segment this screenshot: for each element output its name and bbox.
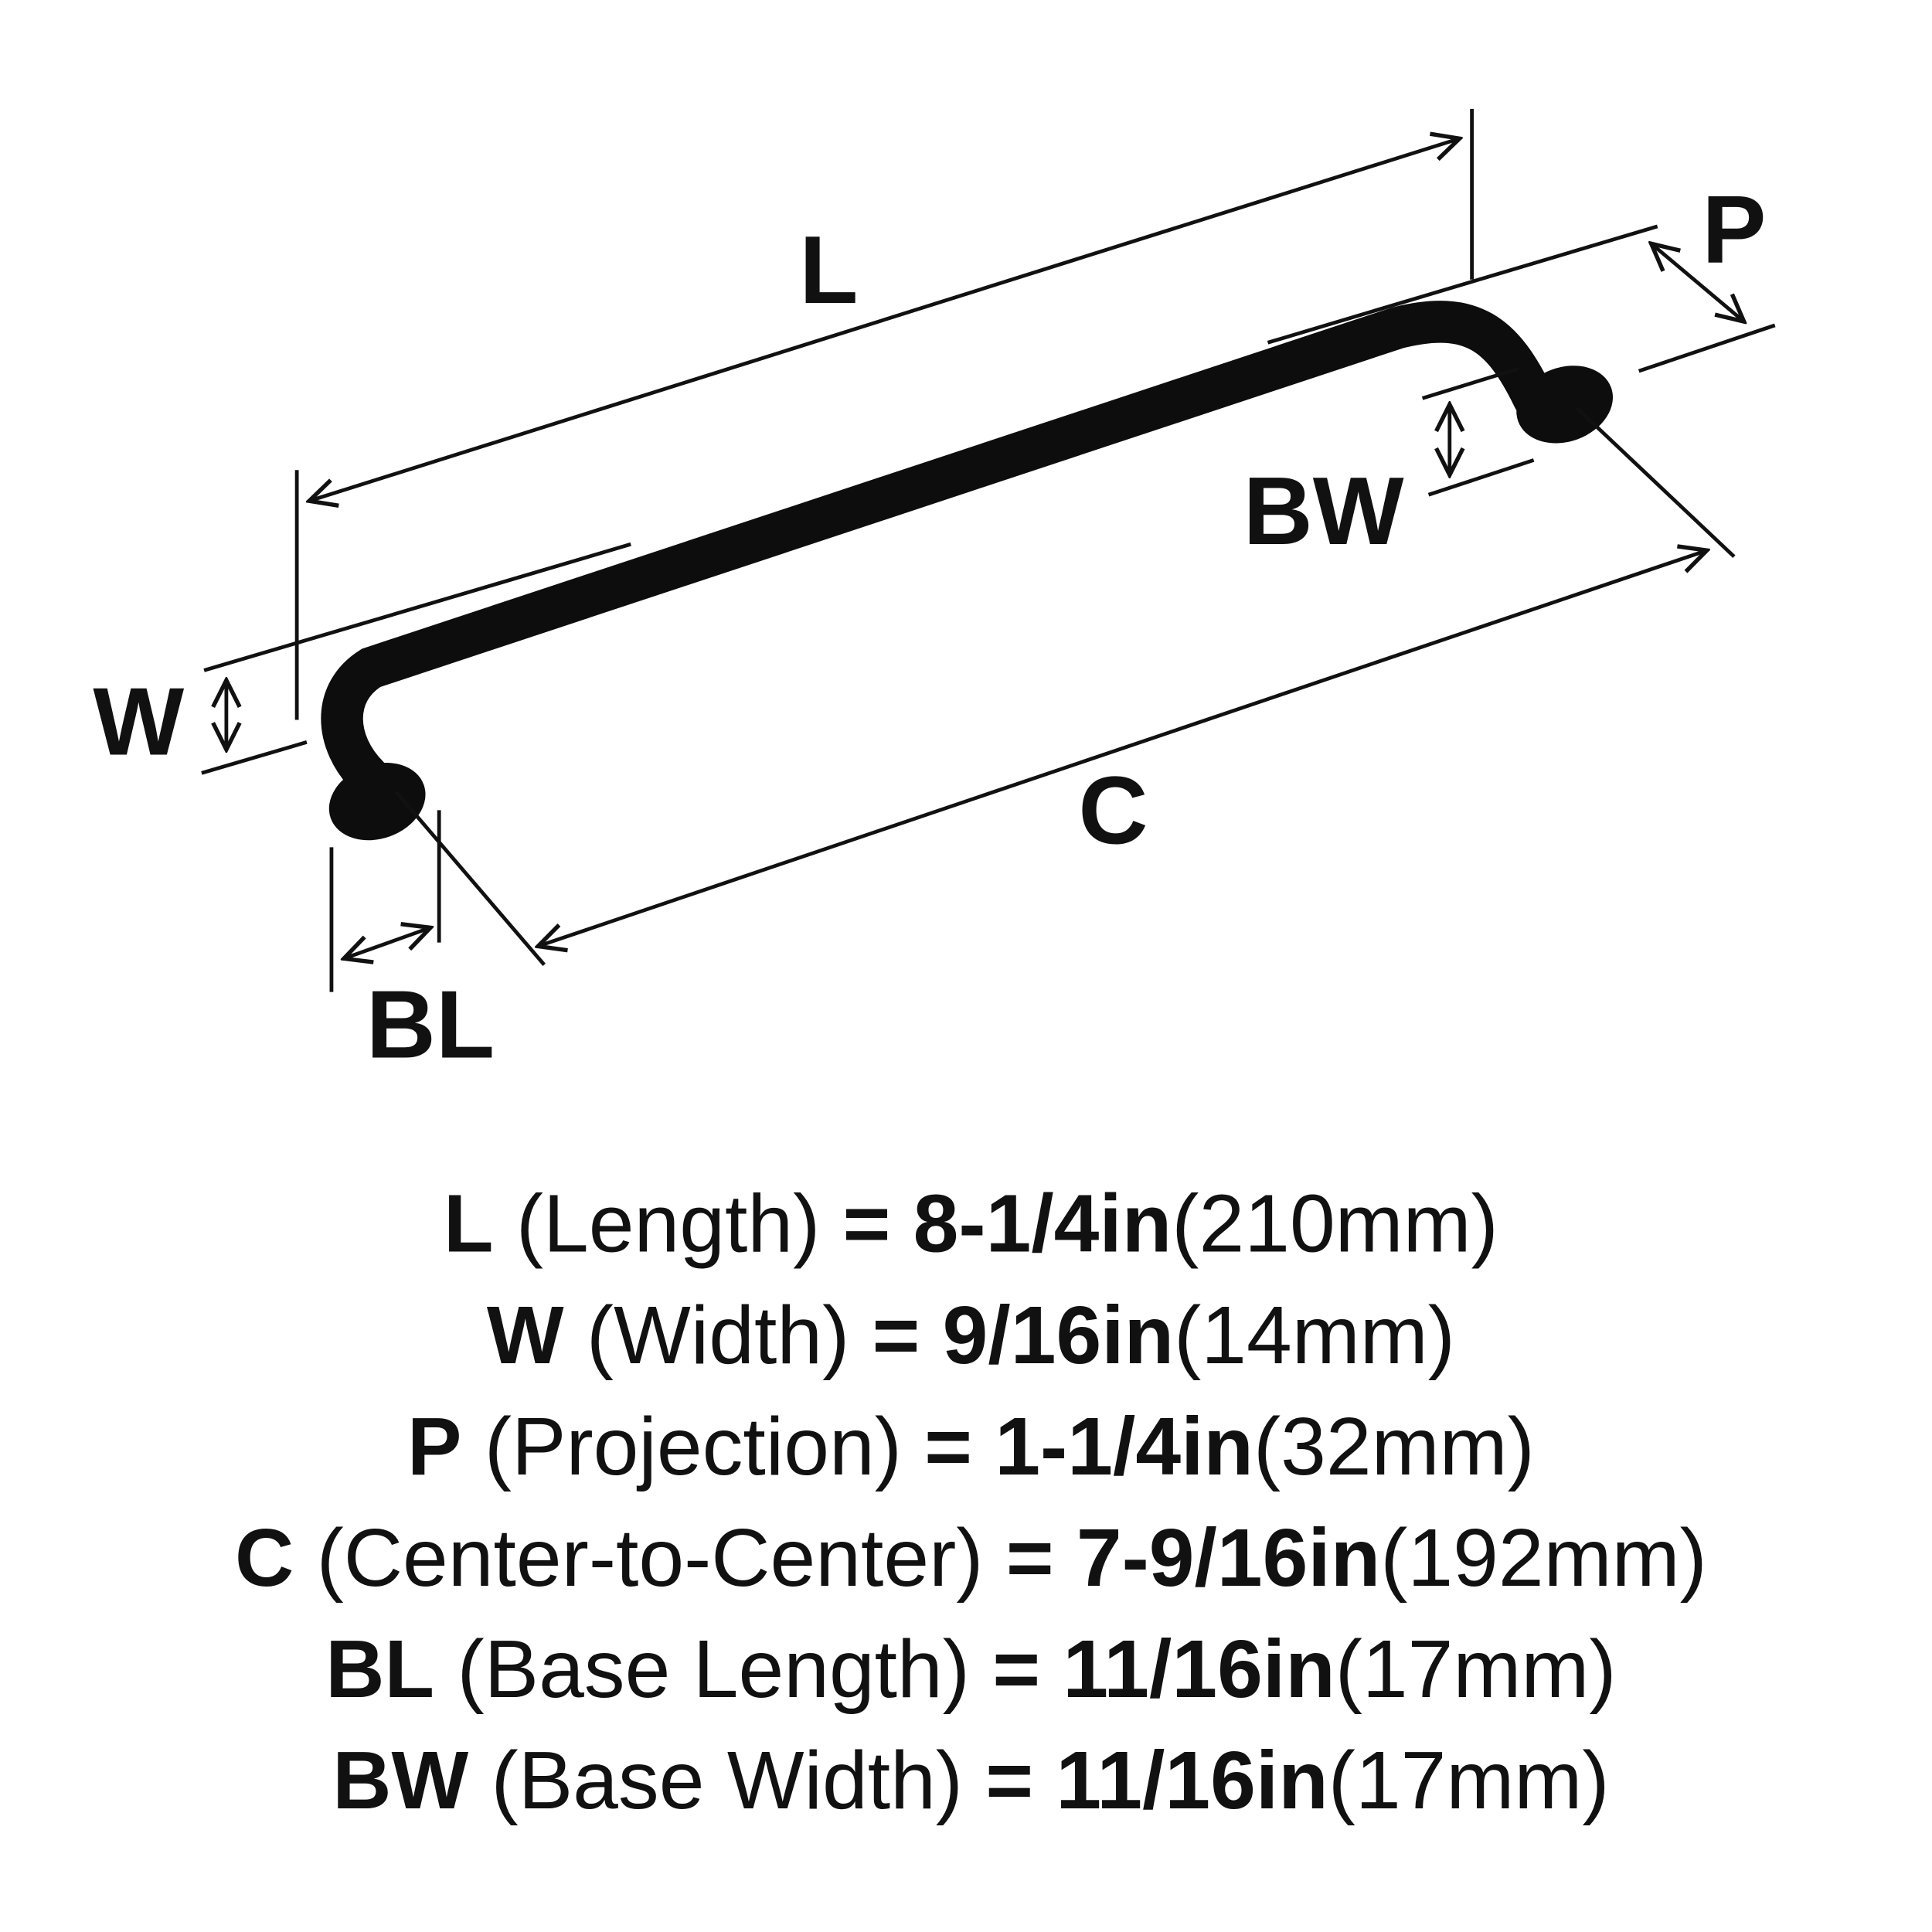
cabinet-pull-handle — [321, 301, 1614, 841]
base-width-dimension: BW — [1243, 366, 1535, 565]
length-dimension: L — [294, 108, 1475, 720]
left-base — [328, 762, 426, 841]
label-w: W — [93, 668, 184, 775]
spec-line-center-to-center: C (Center-to-Center) = 7-9/16in(192mm) — [235, 1512, 1707, 1604]
spec-line-projection: P (Projection) = 1-1/4in(32mm) — [407, 1401, 1535, 1492]
label-c: C — [1078, 757, 1148, 865]
spec-line-base-width: BW (Base Width) = 11/16in(17mm) — [332, 1735, 1609, 1826]
label-l: L — [799, 216, 858, 324]
base-length-dimension: BL — [329, 810, 495, 1078]
spec-line-base-length: BL (Base Length) = 11/16in(17mm) — [325, 1624, 1616, 1715]
projection-dimension: P — [1267, 175, 1776, 373]
spec-line-width: W (Width) = 9/16in(14mm) — [487, 1290, 1455, 1381]
label-p: P — [1702, 175, 1766, 283]
spec-list: L (Length) = 8-1/4in(210mm) W (Width) = … — [235, 1179, 1707, 1826]
right-base — [1516, 366, 1614, 444]
center-to-center-dimension: C — [394, 406, 1736, 966]
label-bw: BW — [1243, 457, 1404, 565]
spec-line-length: L (Length) = 8-1/4in(210mm) — [444, 1179, 1498, 1270]
label-bl: BL — [366, 971, 495, 1078]
